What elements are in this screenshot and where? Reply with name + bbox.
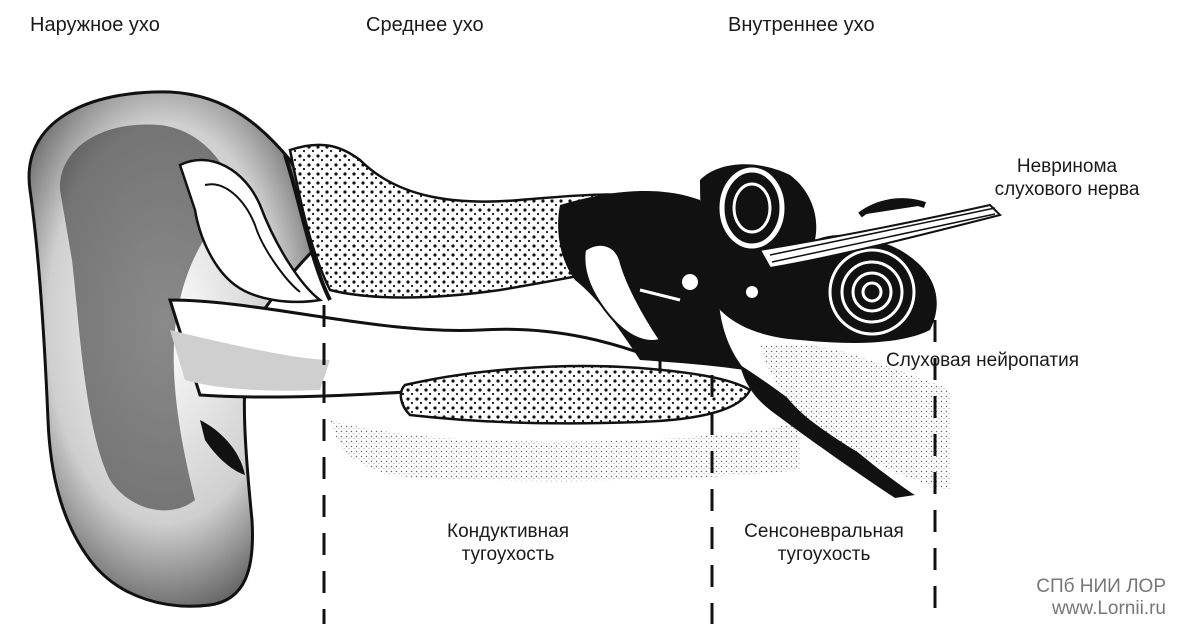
acoustic-neuroma-label: Невринома слухового нерва [972, 155, 1162, 201]
header-outer-ear: Наружное ухо [30, 14, 160, 37]
watermark: СПб НИИ ЛОР www.Lornii.ru [1036, 576, 1166, 620]
sensorineural-hearing-loss-label: Сенсоневральная тугоухость [710, 520, 938, 566]
acoustic-neuroma-line1: Невринома [972, 155, 1162, 178]
sensorineural-line1: Сенсоневральная [710, 520, 938, 543]
cochlea [822, 242, 922, 342]
auditory-neuropathy-label: Слуховая нейропатия [886, 349, 1079, 372]
conductive-line2: тугоухость [418, 543, 598, 566]
acoustic-neuroma-line2: слухового нерва [972, 178, 1162, 201]
conductive-hearing-loss-label: Кондуктивная тугоухость [418, 520, 598, 566]
watermark-line2: www.Lornii.ru [1036, 598, 1166, 620]
header-inner-ear: Внутреннее ухо [728, 14, 875, 37]
inner-ear [700, 164, 1000, 343]
header-middle-ear: Среднее ухо [366, 14, 484, 37]
sensorineural-line2: тугоухость [710, 543, 938, 566]
watermark-line1: СПб НИИ ЛОР [1036, 576, 1166, 598]
conductive-line1: Кондуктивная [418, 520, 598, 543]
